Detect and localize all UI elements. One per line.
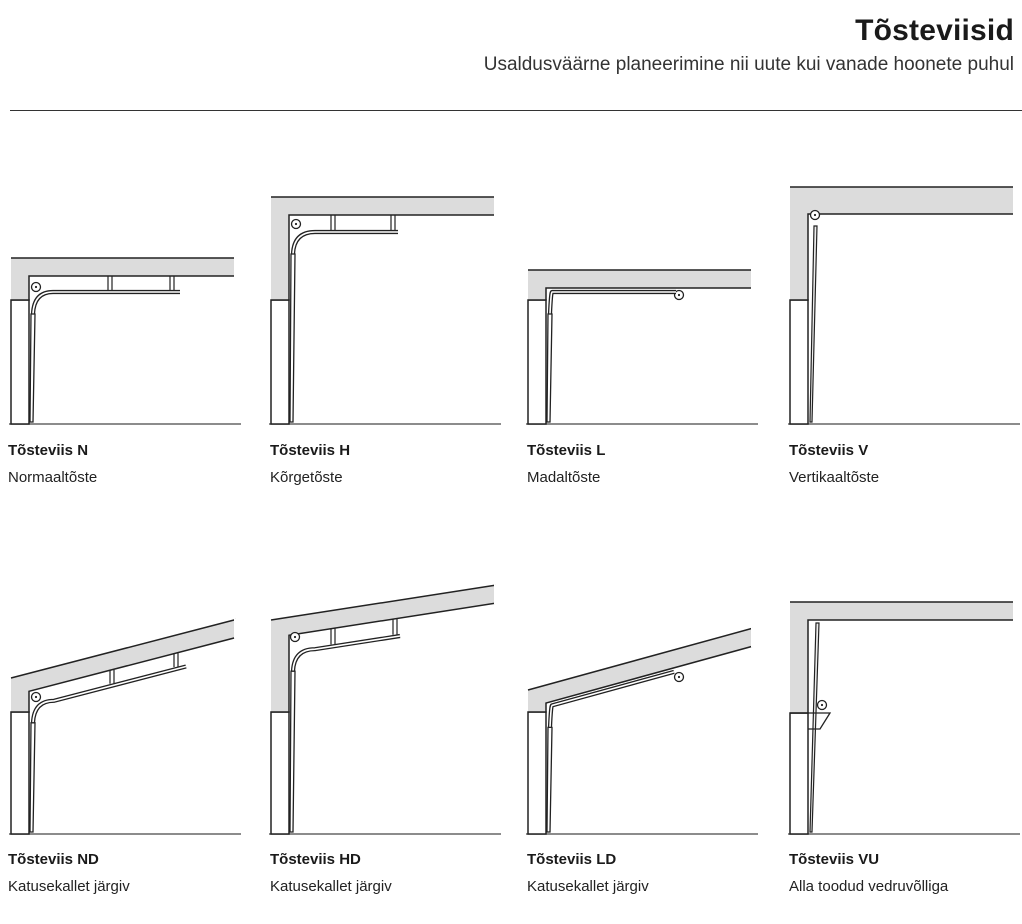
track-outer — [547, 289, 676, 315]
spring-shaft-center — [677, 675, 681, 679]
door-panel — [289, 670, 296, 833]
caption-subtitle: Vertikaaltõste — [789, 469, 880, 486]
diagram-nd — [9, 618, 241, 835]
spring-shaft-center — [34, 695, 38, 699]
track-outer — [290, 229, 398, 255]
wall-lower — [789, 299, 809, 425]
wall-lower — [270, 299, 290, 425]
track-inner — [32, 291, 180, 315]
caption-title: Tõsteviis VU — [789, 851, 880, 868]
diagram-l — [526, 269, 758, 425]
spring-shaft-center — [677, 293, 681, 297]
caption-l: Tõsteviis L Madaltõste — [527, 437, 605, 491]
diagram-hd — [269, 584, 501, 835]
ceiling-cut — [1013, 186, 1017, 215]
caption-subtitle: Madaltõste — [527, 469, 601, 486]
caption-subtitle: Katusekallet järgiv — [270, 878, 392, 895]
door-panel — [546, 726, 553, 833]
ceiling-lintel — [790, 186, 1015, 301]
spring-shaft-center — [813, 213, 817, 217]
caption-title: Tõsteviis V — [789, 442, 869, 459]
track-outer — [290, 633, 401, 672]
caption-ld: Tõsteviis LD Katusekallet järgiv — [527, 846, 649, 900]
door-panel — [289, 253, 296, 423]
ceiling-cut — [234, 257, 238, 277]
ceiling-lintel — [10, 618, 236, 713]
ceiling-lintel — [270, 584, 496, 713]
diagram-n — [9, 257, 241, 425]
spring-shaft-center — [820, 703, 824, 707]
wall-lower — [270, 711, 290, 835]
spring-bracket — [790, 712, 832, 730]
door-panel — [809, 622, 820, 833]
track-outer — [30, 289, 180, 315]
caption-subtitle: Normaaltõste — [8, 469, 98, 486]
caption-nd: Tõsteviis ND Katusekallet järgiv — [8, 846, 130, 900]
door-panel — [29, 722, 36, 833]
track-inner — [32, 665, 187, 723]
ceiling-lintel — [528, 269, 753, 301]
caption-title: Tõsteviis N — [8, 442, 89, 459]
wall-lower — [527, 299, 547, 425]
door-panel — [809, 225, 818, 423]
door-panel — [29, 313, 36, 423]
ceiling-cut — [494, 584, 498, 605]
header-divider — [10, 110, 1022, 111]
diagram-v — [788, 186, 1020, 425]
spring-shaft-center — [293, 635, 297, 639]
caption-title: Tõsteviis ND — [8, 851, 99, 868]
ceiling-lintel — [11, 257, 236, 301]
diagram-vu — [788, 601, 1020, 835]
caption-subtitle: Katusekallet järgiv — [527, 878, 649, 895]
diagram-h — [269, 196, 501, 425]
caption-hd: Tõsteviis HD Katusekallet järgiv — [270, 846, 392, 900]
ceiling-cut — [494, 196, 498, 216]
track-inner — [549, 671, 675, 728]
wall-lower — [527, 711, 547, 835]
wall-lower — [10, 299, 30, 425]
page-subtitle: Usaldusväärne planeerimine nii uute kui … — [483, 54, 1014, 75]
track-inner — [549, 291, 676, 315]
caption-subtitle: Katusekallet järgiv — [8, 878, 130, 895]
ceiling-cut — [1013, 601, 1017, 621]
ceiling-cut — [751, 627, 755, 648]
caption-title: Tõsteviis H — [270, 442, 351, 459]
ceiling-cut — [751, 269, 755, 289]
wall-lower — [10, 711, 30, 835]
ceiling-lintel — [527, 627, 753, 713]
door-panel — [546, 313, 553, 423]
spring-shaft-center — [294, 222, 298, 226]
diagram-ld — [526, 627, 758, 835]
wall-lower — [789, 712, 809, 835]
caption-n: Tõsteviis N Normaaltõste — [8, 437, 97, 491]
caption-v: Tõsteviis V Vertikaaltõste — [789, 437, 879, 491]
page-title: Tõsteviisid — [855, 14, 1014, 47]
caption-subtitle: Kõrgetõste — [270, 469, 343, 486]
track-inner — [292, 635, 401, 672]
ceiling-lintel — [271, 196, 496, 301]
caption-title: Tõsteviis HD — [270, 851, 361, 868]
caption-vu: Tõsteviis VU Alla toodud vedruvõlliga — [789, 846, 948, 900]
caption-title: Tõsteviis L — [527, 442, 606, 459]
spring-shaft-center — [34, 285, 38, 289]
ceiling-lintel — [790, 601, 1015, 714]
caption-subtitle: Alla toodud vedruvõlliga — [789, 878, 949, 895]
caption-title: Tõsteviis LD — [527, 851, 617, 868]
caption-h: Tõsteviis H Kõrgetõste — [270, 437, 350, 491]
track-inner — [292, 231, 398, 255]
ceiling-cut — [234, 618, 238, 639]
